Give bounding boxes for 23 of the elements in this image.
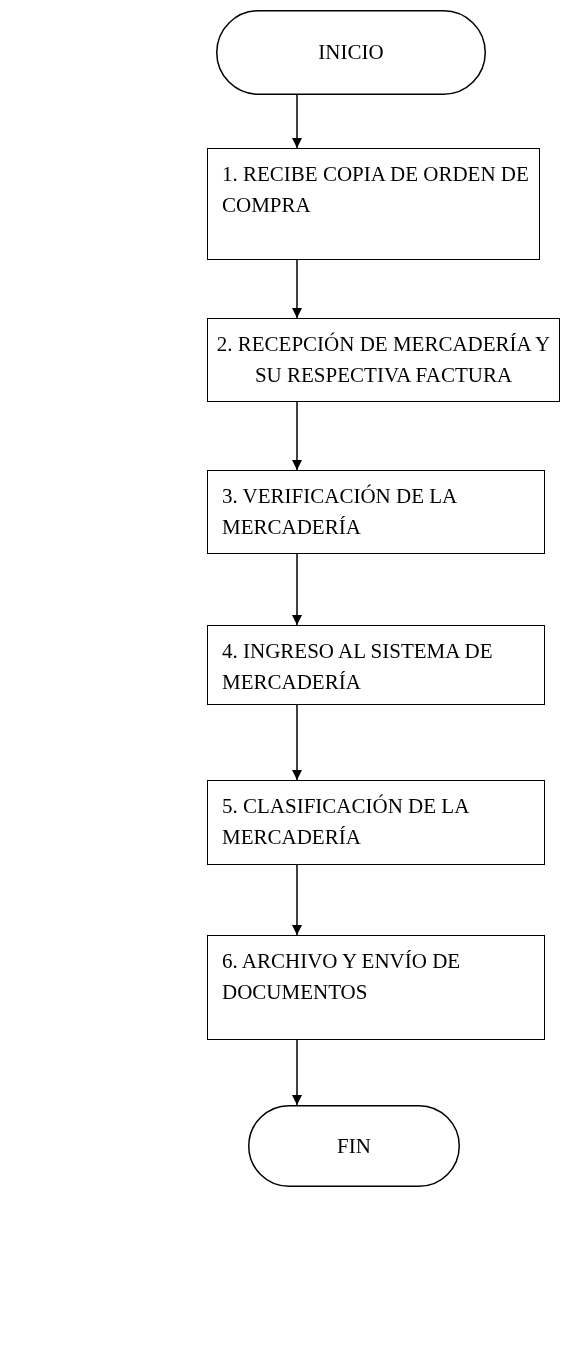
terminal-shape (216, 10, 486, 95)
arrow (292, 1039, 302, 1106)
step-label: 6. ARCHIVO Y ENVÍO DE DOCUMENTOS (222, 948, 462, 1006)
step-label: 1. RECIBE COPIA DE ORDEN DE COMPRA (222, 161, 530, 219)
process-box (207, 148, 540, 260)
arrow (292, 553, 302, 626)
step-label: 2. RECEPCIÓN DE MERCADERÍA Y SU RESPECTIVA FACTURA (215, 331, 552, 389)
arrow (292, 864, 302, 936)
process-box (207, 935, 545, 1040)
terminal-shape (248, 1105, 460, 1187)
step-label: 5. CLASIFICACIÓN DE LA MERCADERÍA (222, 793, 470, 851)
arrow (292, 704, 302, 781)
process-box (207, 780, 545, 865)
arrow (292, 401, 302, 471)
process-box (207, 625, 545, 705)
arrow (292, 94, 302, 149)
arrow (292, 259, 302, 319)
terminal-label: INICIO (318, 39, 384, 66)
process-box (207, 318, 560, 402)
step-label: 4. INGRESO AL SISTEMA DE MERCADERÍA (222, 638, 494, 696)
process-box (207, 470, 545, 554)
step-label: 3. VERIFICACIÓN DE LA MERCADERÍA (222, 483, 458, 541)
terminal-label: FIN (337, 1132, 371, 1160)
